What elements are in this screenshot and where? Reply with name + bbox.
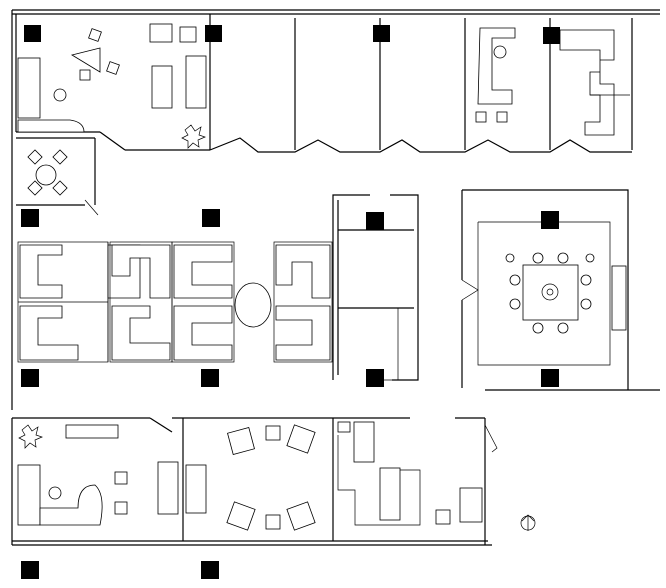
- workstation: [477, 27, 516, 105]
- chair: [79, 69, 91, 81]
- chair: [227, 427, 255, 455]
- chair: [52, 149, 68, 165]
- side-table: [265, 425, 281, 441]
- column: [201, 561, 219, 579]
- credenza: [65, 424, 119, 439]
- column: [201, 369, 219, 387]
- workstation: [173, 244, 233, 299]
- chair: [532, 322, 544, 334]
- chair: [226, 501, 256, 531]
- workstation: [275, 305, 331, 361]
- sofa: [149, 23, 173, 43]
- structural-columns: [21, 25, 560, 579]
- desk: [39, 484, 103, 526]
- column: [543, 27, 560, 44]
- column: [205, 25, 222, 42]
- chair: [52, 180, 68, 196]
- sofa: [157, 461, 179, 515]
- workstation: [559, 29, 615, 136]
- workstation: [275, 244, 331, 299]
- column: [24, 25, 41, 42]
- sofa: [185, 55, 207, 109]
- column: [373, 25, 390, 42]
- exterior-walls: [11, 9, 660, 546]
- round-table: [70, 47, 101, 73]
- chair: [532, 252, 544, 264]
- desk: [17, 57, 41, 119]
- column: [366, 369, 384, 387]
- chair: [496, 111, 508, 123]
- workstation: [173, 305, 233, 361]
- credenza: [17, 119, 85, 133]
- oval-table: [234, 282, 272, 328]
- column: [21, 369, 39, 387]
- chair: [509, 298, 521, 310]
- chair: [509, 274, 521, 286]
- chair: [557, 252, 569, 264]
- cabinet: [337, 421, 351, 433]
- chair: [286, 501, 316, 531]
- desk: [185, 464, 207, 514]
- chair: [557, 322, 569, 334]
- workstation: [19, 244, 63, 299]
- chair: [459, 487, 483, 523]
- column: [541, 369, 559, 387]
- chair: [179, 26, 197, 43]
- sofa: [151, 65, 173, 109]
- chair: [114, 501, 128, 515]
- chair: [493, 45, 507, 59]
- credenza: [611, 265, 627, 331]
- center-rooms: [332, 194, 419, 381]
- chair: [505, 253, 515, 263]
- side-table: [265, 514, 281, 530]
- workstation: [111, 244, 171, 299]
- chair: [475, 111, 487, 123]
- chair: [286, 424, 316, 454]
- top-offices: [16, 14, 633, 216]
- bottom-offices: [12, 417, 536, 545]
- workstation-cluster-left: [17, 241, 333, 363]
- conference-room: [461, 189, 629, 390]
- chair: [53, 88, 67, 102]
- plant: [181, 124, 206, 149]
- column: [202, 209, 220, 227]
- chair: [27, 180, 43, 196]
- plant: [18, 424, 43, 449]
- column: [366, 212, 384, 230]
- chair: [114, 471, 128, 485]
- column: [21, 561, 39, 579]
- column: [21, 209, 39, 227]
- round-table: [35, 164, 57, 186]
- workstation: [19, 305, 79, 361]
- chair: [106, 61, 120, 75]
- column: [541, 211, 559, 229]
- chair: [585, 253, 595, 263]
- side-table: [435, 509, 451, 525]
- chair: [48, 486, 62, 500]
- chair: [88, 28, 102, 42]
- table-center: [541, 283, 559, 301]
- sofa: [379, 467, 401, 521]
- chair: [580, 298, 592, 310]
- chair: [27, 149, 43, 165]
- cabinet: [353, 421, 375, 463]
- workstation: [111, 305, 171, 361]
- chair: [580, 274, 592, 286]
- desk: [17, 464, 41, 526]
- conference-table: [522, 264, 579, 321]
